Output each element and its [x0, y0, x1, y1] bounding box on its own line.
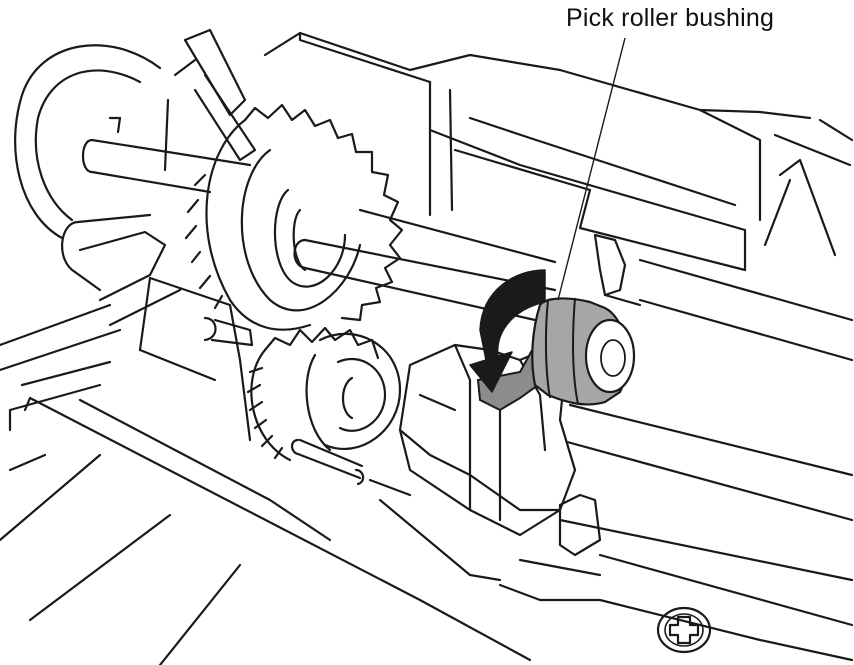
callout-label: Pick roller bushing — [566, 4, 775, 32]
upper-gear — [184, 103, 404, 331]
right-latch — [593, 233, 642, 307]
roller-block — [138, 276, 254, 442]
left-shaft — [81, 116, 252, 194]
pick-roller-bushing — [531, 297, 636, 406]
paper-guide — [0, 303, 532, 665]
lower-gear — [246, 326, 402, 462]
upper-bracket — [163, 28, 257, 172]
frame-housing — [263, 31, 854, 627]
pins — [290, 438, 365, 486]
left-cylinder — [60, 213, 182, 327]
lower-housing — [498, 558, 854, 662]
curved-arrow-icon — [469, 269, 546, 393]
phillips-screw-icon — [656, 606, 712, 654]
left-round-cover — [14, 44, 162, 240]
callout-leader-line — [557, 37, 626, 301]
right-tab — [558, 493, 602, 557]
